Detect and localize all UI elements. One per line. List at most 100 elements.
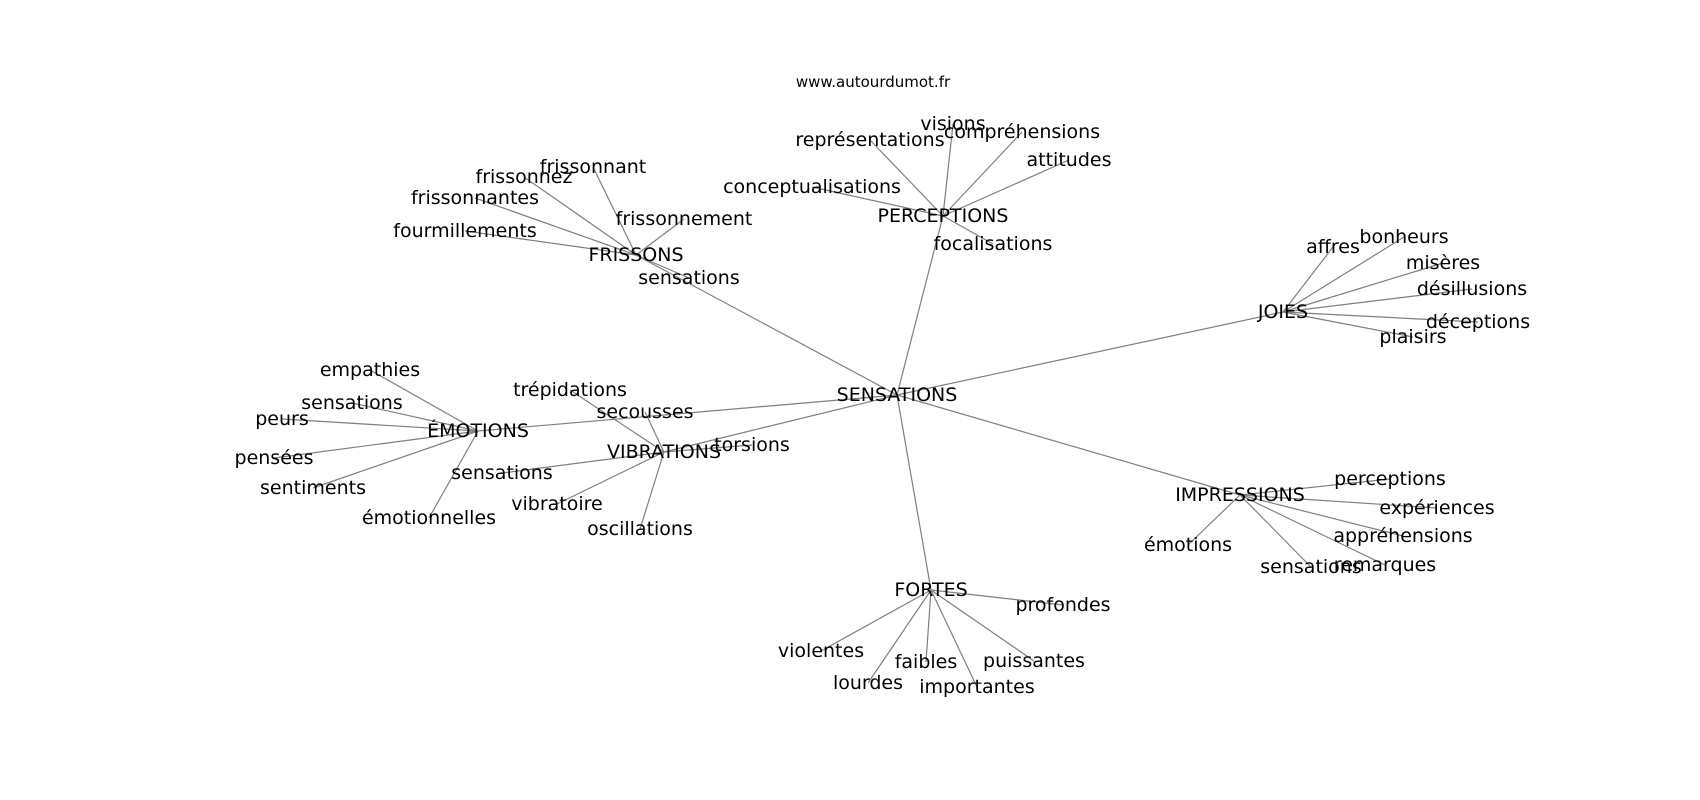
edge-joies-j_plaisirs <box>1282 311 1414 338</box>
node-e-emotionnelles[interactable]: émotionnelles <box>362 507 496 529</box>
node-impressions[interactable]: IMPRESSIONS <box>1175 484 1305 506</box>
edge-impressions-i_experiences <box>1239 494 1438 509</box>
edge-fortes-fo_puissantes <box>930 589 1035 662</box>
node-v-trepidations[interactable]: trépidations <box>513 379 627 401</box>
edge-fortes-fo_profondes <box>930 589 1064 606</box>
edge-joies-j_miseres <box>1282 262 1444 313</box>
edge-fortes-fo_importantes <box>930 589 978 688</box>
edge-emotions-e_empathies <box>369 369 479 432</box>
node-emotions[interactable]: ÉMOTIONS <box>427 419 529 442</box>
edge-impressions-i_sensations <box>1239 494 1312 568</box>
node-j-desillusions[interactable]: désillusions <box>1417 278 1527 300</box>
edge-vibrations-v_secousses <box>644 411 665 453</box>
node-j-bonheurs[interactable]: bonheurs <box>1359 226 1448 248</box>
edge-impressions-i_remarques <box>1239 494 1386 566</box>
edge-sensations_center-emotions <box>477 394 898 432</box>
node-e-empathies[interactable]: empathies <box>320 359 420 381</box>
node-p-attitudes[interactable]: attitudes <box>1027 149 1112 171</box>
edge-sensations_center-perceptions <box>896 215 944 396</box>
node-joies[interactable]: JOIES <box>1257 301 1308 323</box>
node-fo-lourdes[interactable]: lourdes <box>833 672 903 694</box>
graph-edges <box>273 123 1479 688</box>
node-i-sensations[interactable]: sensations <box>1260 556 1361 578</box>
node-p-focalisations[interactable]: focalisations <box>934 233 1053 255</box>
node-v-oscillations[interactable]: oscillations <box>587 518 693 540</box>
edge-perceptions-p_focalisations <box>942 215 994 245</box>
node-fortes[interactable]: FORTES <box>894 579 967 601</box>
node-j-affres[interactable]: affres <box>1306 236 1360 258</box>
node-p-comprehensions[interactable]: compréhensions <box>944 121 1100 143</box>
edge-perceptions-p_representations <box>869 139 944 217</box>
edge-perceptions-p_conceptualisations <box>811 186 944 217</box>
node-j-miseres[interactable]: misères <box>1406 252 1480 274</box>
edge-vibrations-v_oscillations <box>639 451 665 530</box>
node-i-perceptions[interactable]: perceptions <box>1334 468 1446 490</box>
edge-perceptions-p_attitudes <box>942 159 1070 217</box>
node-j-deceptions[interactable]: déceptions <box>1426 311 1530 333</box>
node-vibrations[interactable]: VIBRATIONS <box>607 441 721 463</box>
node-f-frissonnement[interactable]: frissonnement <box>616 208 753 230</box>
node-i-remarques[interactable]: remarques <box>1334 554 1436 576</box>
node-i-experiences[interactable]: expériences <box>1379 497 1494 519</box>
node-e-sentiments[interactable]: sentiments <box>260 477 366 499</box>
node-v-secousses[interactable]: secousses <box>596 401 693 423</box>
node-f-fourmillements[interactable]: fourmillements <box>393 220 536 242</box>
node-frissons[interactable]: FRISSONS <box>588 244 683 266</box>
edge-fortes-fo_faibles <box>925 589 932 663</box>
edge-frissons-f_fourmillements <box>464 230 637 256</box>
node-fo-faibles[interactable]: faibles <box>895 651 958 673</box>
edge-impressions-i_perceptions <box>1239 478 1391 496</box>
node-p-visions[interactable]: visions <box>920 113 985 135</box>
edge-frissons-f_frissonnant <box>592 166 637 256</box>
edge-frissons-f_frissonnantes <box>474 197 637 256</box>
edge-impressions-i_apprehensions <box>1239 494 1404 537</box>
edge-joies-j_affres <box>1282 246 1334 313</box>
edge-sensations_center-vibrations <box>663 394 898 453</box>
edge-joies-j_deceptions <box>1282 311 1479 323</box>
node-fo-violentes[interactable]: violentes <box>778 640 864 662</box>
edge-vibrations-v_torsions <box>663 444 753 453</box>
edge-frissons-f_sensations <box>635 254 690 279</box>
node-perceptions[interactable]: PERCEPTIONS <box>878 205 1009 227</box>
node-e-pensees[interactable]: pensées <box>235 447 314 469</box>
edge-joies-j_bonheurs <box>1282 236 1405 313</box>
edge-vibrations-v_trepidations <box>569 389 665 453</box>
node-v-torsions[interactable]: torsions <box>714 434 790 456</box>
node-f-frissonnantes[interactable]: frissonnantes <box>411 187 539 209</box>
edge-perceptions-p_comprehensions <box>942 131 1023 217</box>
node-fo-importantes[interactable]: importantes <box>919 676 1034 698</box>
edge-sensations_center-joies <box>896 311 1284 396</box>
node-e-sensations[interactable]: sensations <box>301 392 402 414</box>
edge-fortes-fo_lourdes <box>867 589 932 684</box>
node-f-frissonnez[interactable]: frissonnez <box>476 166 573 188</box>
node-f-frissonnant[interactable]: frissonnant <box>540 156 646 178</box>
edge-sensations_center-frissons <box>635 254 898 396</box>
edge-emotions-e_sensations <box>351 402 479 432</box>
edge-emotions-e_peurs <box>281 418 479 432</box>
node-p-conceptualisations[interactable]: conceptualisations <box>723 176 901 198</box>
node-j-plaisirs[interactable]: plaisirs <box>1379 326 1446 348</box>
node-fo-profondes[interactable]: profondes <box>1015 594 1110 616</box>
node-e-peurs[interactable]: peurs <box>255 408 309 430</box>
node-p-representations[interactable]: représentations <box>795 129 944 151</box>
edge-vibrations-v_vibratoire <box>556 451 665 505</box>
node-sensations-center[interactable]: SENSATIONS <box>837 384 958 406</box>
edge-sensations_center-impressions <box>896 394 1241 496</box>
edge-emotions-e_emotionnelles <box>428 430 479 519</box>
site-label: www.autourdumot.fr <box>796 73 951 91</box>
edge-perceptions-p_visions <box>942 123 954 217</box>
edge-emotions-e_pensees <box>273 430 479 459</box>
node-i-emotions[interactable]: émotions <box>1144 534 1232 556</box>
edge-vibrations-v_sensations <box>501 451 665 474</box>
edge-frissons-f_frissonnez <box>523 176 637 256</box>
node-v-vibratoire[interactable]: vibratoire <box>511 493 602 515</box>
node-f-sensations[interactable]: sensations <box>638 267 739 289</box>
edge-joies-j_desillusions <box>1282 288 1473 313</box>
node-i-apprehensions[interactable]: appréhensions <box>1333 525 1472 547</box>
edge-sensations_center-fortes <box>896 394 932 591</box>
node-v-sensations[interactable]: sensations <box>451 462 552 484</box>
edge-fortes-fo_violentes <box>820 589 932 652</box>
node-fo-puissantes[interactable]: puissantes <box>983 650 1085 672</box>
graph-nodes: SENSATIONS FRISSONS PERCEPTIONS JOIES ÉMOTIO… <box>235 113 1531 698</box>
edge-frissons-f_frissonnement <box>635 218 685 256</box>
